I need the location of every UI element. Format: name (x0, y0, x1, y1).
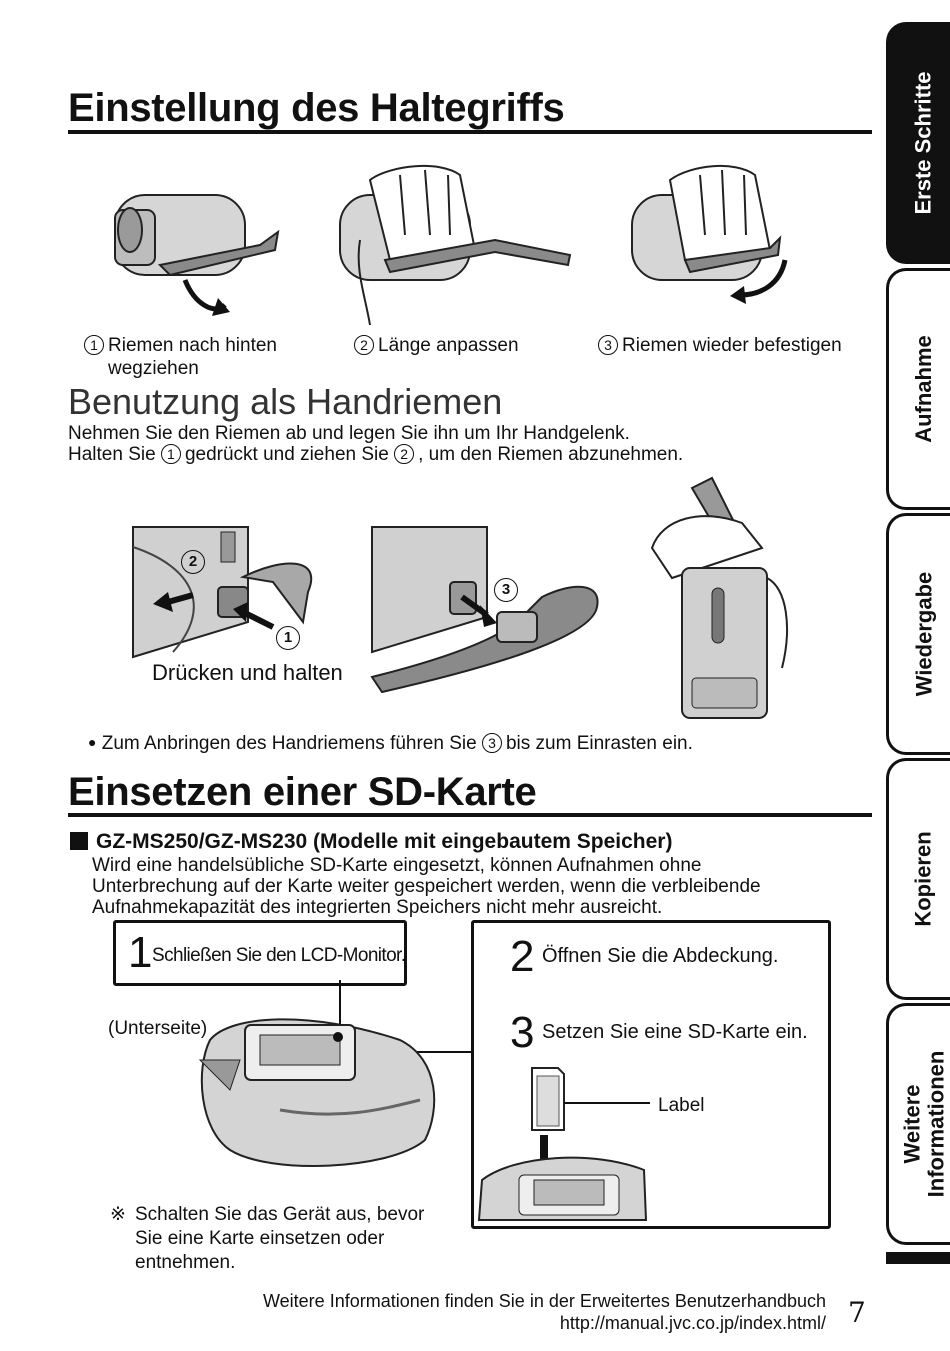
instr-text-b: gedrückt und ziehen Sie (184, 444, 389, 465)
underside-label: (Unterseite) (108, 1018, 208, 1039)
illustration-strap-refasten (631, 164, 788, 304)
tab-wiedergabe-label: Wiedergabe (911, 571, 937, 697)
model-heading-text: GZ-MS250/GZ-MS230 (Modelle mit eingebaut… (96, 830, 673, 853)
footer-url[interactable]: http://manual.jvc.co.jp/index.html/ (559, 1313, 826, 1333)
instr-num-1: 1 (160, 444, 181, 464)
bullet-dot: ● (88, 734, 97, 750)
section-title-grip: Einstellung des Haltegriffs (68, 86, 565, 130)
step1-box: 1 Schließen Sie den LCD-Monitor. (113, 920, 407, 986)
press-and-hold-label: Drücken und halten (152, 660, 343, 685)
title-underline-2 (68, 813, 872, 817)
step2-text: Öffnen Sie die Abdeckung. (542, 945, 779, 967)
note-line-1: Schalten Sie das Gerät aus, bevor (135, 1204, 425, 1225)
tab-wiedergabe[interactable]: Wiedergabe (886, 513, 950, 755)
note-line-3: entnehmen. (135, 1252, 236, 1273)
tab-erste-schritte-label: Erste Schritte (911, 71, 936, 215)
square-bullet (70, 832, 88, 850)
illustration-strap-adjust (339, 165, 572, 326)
callout-2-wrap: 2 (181, 550, 209, 574)
note-mark: ※ (110, 1204, 126, 1225)
subsection-title-handstrap: Benutzung als Handriemen (68, 381, 503, 422)
bullet-num-3: 3 (481, 733, 502, 753)
callout-1-wrap: 1 (276, 626, 304, 650)
callout-1: 1 (276, 626, 300, 650)
tab-aufnahme[interactable]: Aufnahme (886, 268, 950, 510)
tab-kopieren-label: Kopieren (911, 831, 937, 927)
callout-3: 3 (494, 578, 518, 602)
section-title-sdcard: Einsetzen einer SD-Karte (68, 770, 537, 814)
handstrap-instruction-1: Nehmen Sie den Riemen ab und legen Sie i… (68, 423, 630, 444)
instr-text-c: , um den Riemen abzunehmen. (418, 444, 684, 465)
power-off-note: ※ Schalten Sie das Gerät aus, bevor Sie … (110, 1203, 424, 1275)
bullet-text-b: bis zum Einrasten ein. (505, 733, 693, 754)
tab-aufnahme-label: Aufnahme (911, 335, 936, 443)
sd-label-callout: Label (658, 1095, 705, 1116)
step-number-1: 1 (84, 335, 104, 355)
callout-2: 2 (181, 550, 205, 574)
sd-intro-2: Unterbrechung auf der Karte weiter gespe… (92, 876, 761, 897)
illustration-sd-insert (477, 1067, 650, 1221)
grip-step-1-text: Riemen nach hinten wegziehen (108, 335, 277, 379)
tab-weitere-informationen[interactable]: Weitere Informationen (886, 1003, 950, 1245)
illustration-camera-underside (198, 980, 472, 1167)
step3-text: Setzen Sie eine SD-Karte ein. (542, 1021, 808, 1043)
callout-3-wrap: 3 (494, 578, 522, 602)
title-underline (68, 130, 872, 134)
illustration-wrist-strap (650, 476, 788, 719)
instr-text-a: Halten Sie (68, 444, 156, 465)
bullet-text-a: Zum Anbringen des Handriemens führen Sie (101, 733, 477, 754)
footer-line-1: Weitere Informationen finden Sie in der … (263, 1291, 826, 1311)
illustration-attach-clip (370, 526, 599, 694)
grip-step-2-text: Länge anpassen (378, 335, 519, 356)
illustration-strap-pull (114, 194, 280, 316)
page-number: 7 (848, 1296, 866, 1329)
sd-intro-1: Wird eine handelsübliche SD-Karte einges… (92, 855, 702, 876)
attach-handstrap-note: ● Zum Anbringen des Handriemens führen S… (88, 732, 693, 754)
instr-num-2: 2 (394, 444, 415, 464)
model-heading: GZ-MS250/GZ-MS230 (Modelle mit eingebaut… (70, 830, 672, 854)
tab-kopieren[interactable]: Kopieren (886, 758, 950, 1000)
illustration-release-clip (132, 526, 313, 659)
step-number-3: 3 (598, 335, 618, 355)
step1-number: 1 (128, 928, 153, 977)
step1-text: Schließen Sie den LCD-Monitor. (152, 945, 406, 966)
step3-number: 3 (510, 1008, 535, 1057)
note-line-2: Sie eine Karte einsetzen oder (135, 1228, 385, 1249)
tab-erste-schritte[interactable]: Erste Schritte (886, 22, 950, 264)
tab-bottom-bar (886, 1252, 950, 1264)
footer: Weitere Informationen finden Sie in der … (180, 1290, 826, 1334)
grip-step-3-text: Riemen wieder befestigen (622, 335, 842, 356)
step-number-2: 2 (354, 335, 374, 355)
step2-number: 2 (510, 932, 535, 981)
sd-intro-3: Aufnahmekapazität des integrierten Speic… (92, 897, 663, 918)
tab-weitere-informationen-label: Weitere Informationen (899, 1050, 949, 1198)
